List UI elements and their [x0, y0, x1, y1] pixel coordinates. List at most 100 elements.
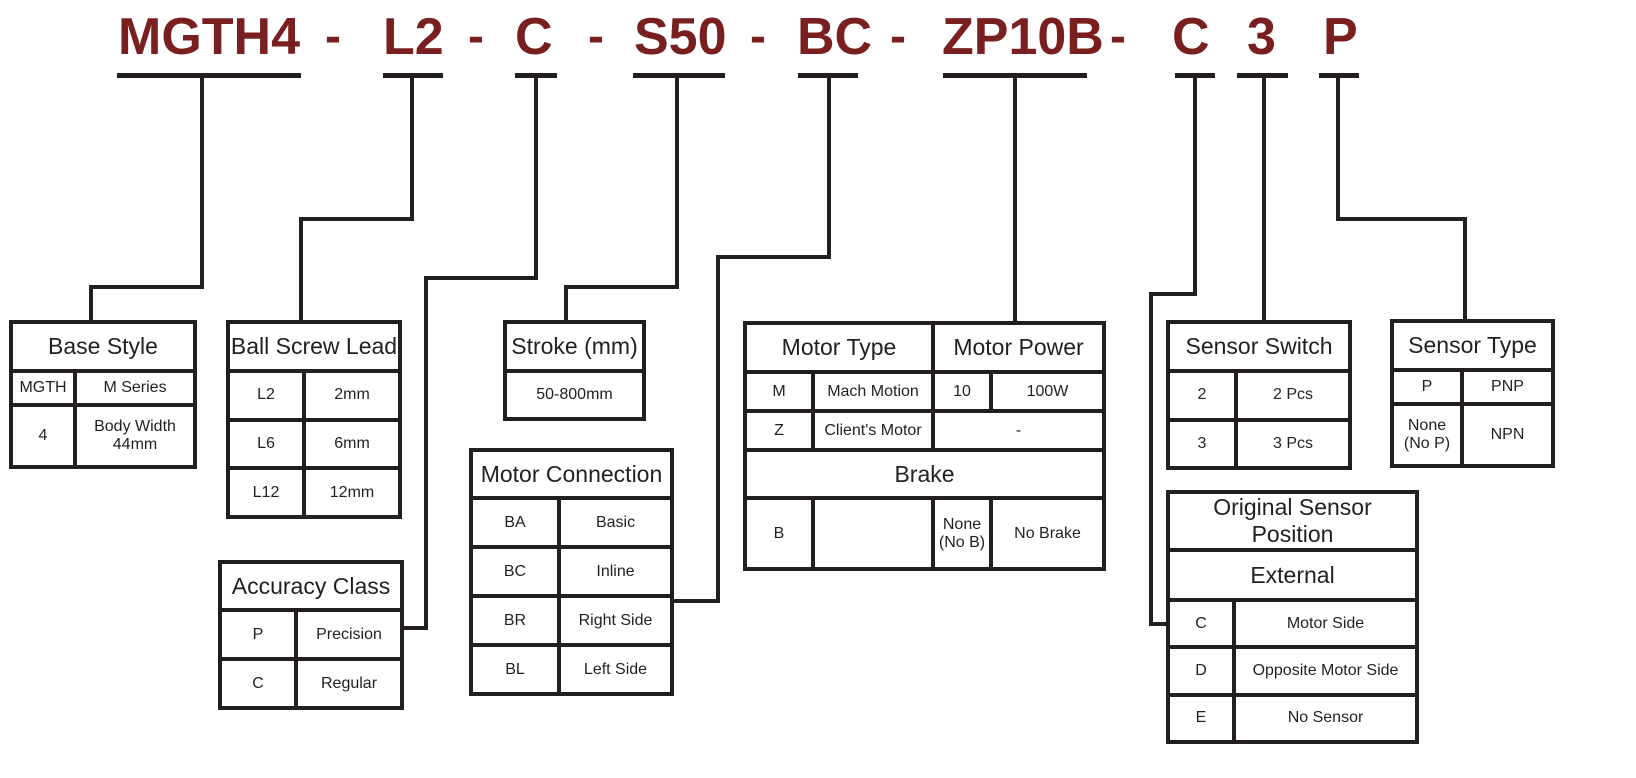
code-motor: ZP10B: [942, 8, 1104, 66]
code-cell: None (No P): [1390, 402, 1464, 468]
code-cell: P: [218, 608, 298, 661]
code-cell: BC: [469, 545, 561, 598]
motor-table: Motor Type Motor Power M Mach Motion 10 …: [743, 321, 1106, 571]
underline: [515, 73, 557, 78]
table-row: BC Inline: [469, 545, 674, 598]
table-row: BL Left Side: [469, 643, 674, 696]
underline: [383, 73, 443, 78]
description-cell: Client's Motor: [811, 409, 935, 453]
wire-motor-connection: [672, 76, 831, 603]
table-row: C Motor Side: [1166, 597, 1419, 650]
table-title: Base Style: [9, 320, 197, 373]
description-cell: Opposite Motor Side: [1232, 645, 1419, 697]
description-cell: Basic: [557, 496, 674, 549]
underline: [117, 73, 301, 78]
description-cell: -: [931, 409, 1106, 453]
table-subtitle: External: [1166, 548, 1419, 602]
description-cell: 12mm: [302, 466, 402, 519]
code-cell: C: [218, 657, 298, 710]
underline: [1175, 73, 1215, 78]
motor-power-title: Motor Power: [931, 321, 1106, 374]
ball-screw-lead-table: Ball Screw Lead L2 2mm L6 6mm L12 12mm: [226, 320, 402, 519]
code-cell: 10: [931, 369, 993, 414]
table-row: L12 12mm: [226, 466, 402, 519]
table-row: L6 6mm: [226, 417, 402, 471]
base-style-table: Base Style MGTH M Series 4 Body Width 44…: [9, 320, 197, 469]
table-row: MGTH M Series: [9, 368, 197, 408]
table-title: Sensor Switch: [1166, 320, 1352, 373]
value-cell: 50-800mm: [503, 369, 646, 421]
underline: [633, 73, 725, 78]
code-cell: P: [1390, 367, 1464, 407]
code-cell: MGTH: [9, 368, 77, 408]
code-sensor-type: P: [1323, 8, 1358, 66]
description-cell: Motor Side: [1232, 597, 1419, 650]
description-cell: 100W: [989, 369, 1106, 414]
stroke-table: Stroke (mm) 50-800mm: [503, 320, 646, 421]
description-cell: Left Side: [557, 643, 674, 696]
motor-connection-table: Motor Connection BA Basic BC Inline BR R…: [469, 448, 674, 696]
table-row: M Mach Motion 10 100W: [743, 369, 1106, 414]
code-cell: M: [743, 369, 815, 414]
code-ball-screw-lead: L2: [383, 8, 444, 66]
description-cell: Right Side: [557, 594, 674, 647]
description-cell: Mach Motion: [811, 369, 935, 414]
underline: [943, 73, 1087, 78]
wire-sensor-type: [1336, 76, 1467, 320]
code-cell: 4: [9, 403, 77, 469]
table-row: BA Basic: [469, 496, 674, 549]
code-motor-connection: BC: [797, 8, 873, 66]
table-row: E No Sensor: [1166, 692, 1419, 745]
code-cell: D: [1166, 645, 1236, 697]
wire-base-style: [89, 76, 204, 322]
table-row: Z Client's Motor -: [743, 409, 1106, 453]
code-cell: L12: [226, 466, 306, 519]
code-accuracy-class: C: [515, 8, 553, 66]
table-title: Stroke (mm): [503, 320, 646, 373]
brake-title: Brake: [743, 448, 1106, 501]
code-separator: -: [890, 10, 906, 63]
description-cell: Precision: [294, 608, 404, 661]
table-row: None (No P) NPN: [1390, 402, 1555, 468]
code-separator: -: [468, 10, 484, 63]
code-cell: C: [1166, 597, 1236, 650]
table-row: 4 Body Width 44mm: [9, 403, 197, 469]
table-title: Sensor Type: [1390, 319, 1555, 372]
wire-accuracy-class: [402, 76, 538, 630]
description-cell: [811, 496, 935, 571]
table-title: Ball Screw Lead: [226, 320, 402, 373]
code-separator: -: [588, 10, 604, 63]
description-cell: Body Width 44mm: [73, 403, 197, 469]
code-cell: BR: [469, 594, 561, 647]
underline: [1319, 73, 1359, 78]
code-cell: B: [743, 496, 815, 571]
wire-stroke: [564, 76, 679, 322]
code-cell: E: [1166, 692, 1236, 745]
table-row: B None (No B) No Brake: [743, 496, 1106, 571]
table-row: P PNP: [1390, 367, 1555, 407]
motor-type-title: Motor Type: [743, 321, 935, 374]
code-cell: Z: [743, 409, 815, 453]
accuracy-class-table: Accuracy Class P Precision C Regular: [218, 560, 404, 710]
code-cell: None (No B): [931, 496, 993, 571]
description-cell: M Series: [73, 368, 197, 408]
code-separator: -: [1110, 10, 1126, 63]
code-stroke: S50: [634, 8, 727, 66]
table-row: 2 2 Pcs: [1166, 369, 1352, 422]
description-cell: 2mm: [302, 369, 402, 422]
wire-sensor-position: [1149, 76, 1197, 626]
code-cell: L6: [226, 417, 306, 471]
table-row: BR Right Side: [469, 594, 674, 647]
sensor-position-table: Original Sensor Position External C Moto…: [1166, 490, 1419, 745]
code-base-style: MGTH4: [118, 8, 300, 66]
code-separator: -: [750, 10, 766, 63]
underline: [798, 73, 858, 78]
description-cell: PNP: [1460, 367, 1555, 407]
table-row: P Precision: [218, 608, 404, 661]
code-cell: BL: [469, 643, 561, 696]
code-cell: BA: [469, 496, 561, 549]
table-row: C Regular: [218, 657, 404, 710]
underline: [1237, 73, 1288, 78]
code-separator: -: [325, 10, 341, 63]
